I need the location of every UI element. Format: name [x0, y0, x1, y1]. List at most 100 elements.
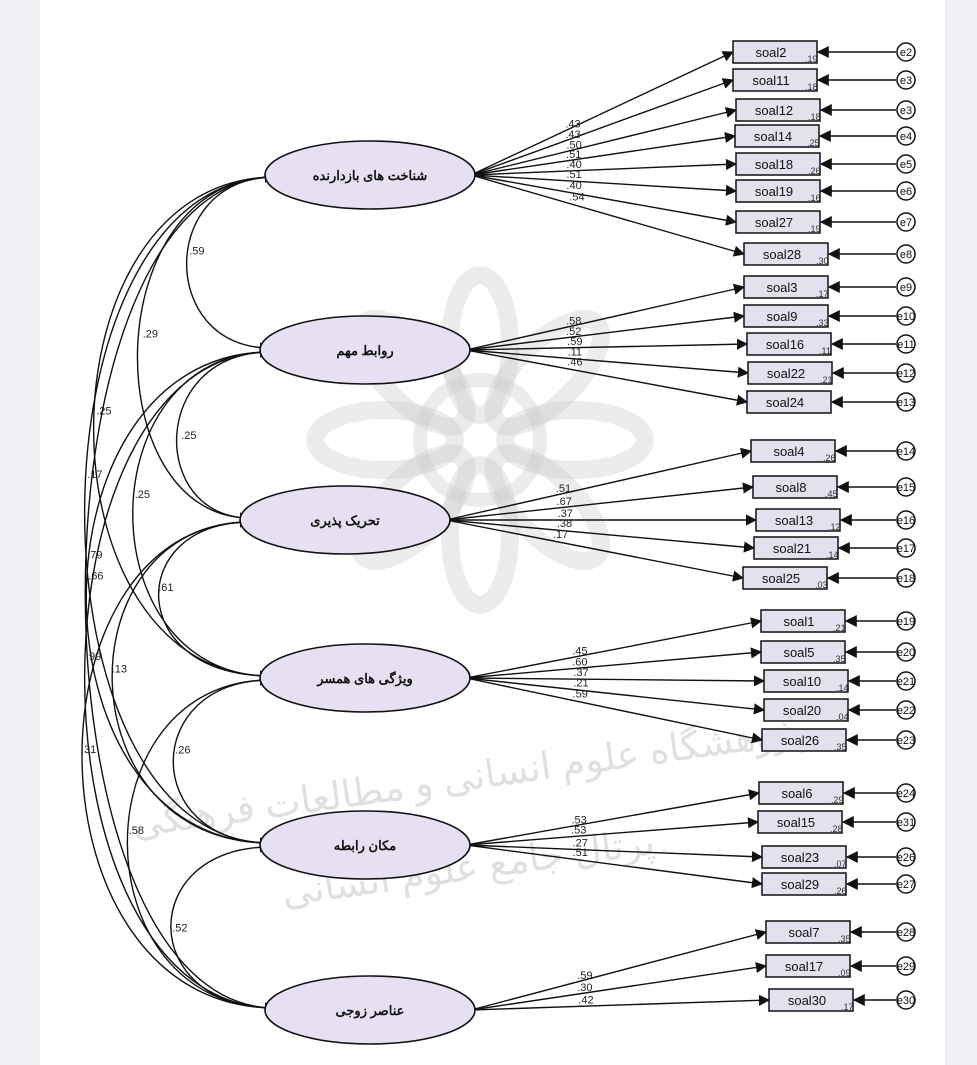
loading-path: [470, 158, 738, 176]
loading-path: [470, 961, 768, 1011]
error-label: e24: [897, 788, 915, 800]
item-label: soal5: [783, 645, 814, 660]
covariance-arc: [126, 674, 277, 1014]
item-label: soal9: [766, 309, 797, 324]
covariance-label: .66: [88, 571, 103, 583]
loading-label: .52: [566, 326, 581, 338]
item-label: soal26: [781, 733, 819, 748]
loading-label: .53: [571, 825, 586, 837]
r-squared-label: .19: [805, 54, 818, 64]
factor-ellipse: [264, 975, 476, 1045]
item-label: soal8: [775, 480, 806, 495]
r-squared-label: .21: [820, 375, 833, 385]
r-squared-label: .45: [825, 489, 838, 499]
r-squared-label: .26: [834, 886, 847, 896]
error-label: e10: [897, 311, 915, 323]
loading-path: [445, 519, 756, 553]
error-circle: [896, 611, 916, 631]
item-label: soal22: [767, 366, 805, 381]
error-circle: [896, 277, 916, 297]
loading-label: .17: [553, 529, 568, 541]
r-squared-label: .17: [816, 289, 829, 299]
loading-label: .43: [565, 119, 580, 131]
item-label: soal27: [755, 215, 793, 230]
loading-label: .58: [566, 315, 581, 327]
loading-path: [465, 617, 763, 679]
r-squared-label: .19: [808, 224, 821, 234]
item-label: soal18: [755, 157, 793, 172]
r-squared-label: .30: [816, 256, 829, 266]
loading-label: .51: [556, 483, 571, 495]
item-label: soal28: [763, 247, 801, 262]
covariance-arc: [84, 171, 277, 1014]
error-label: e9: [900, 282, 912, 294]
covariance-label: .31: [81, 744, 96, 756]
loading-path: [470, 51, 735, 176]
error-label: e4: [900, 131, 912, 143]
covariance-label: .17: [87, 469, 102, 481]
error-circle: [896, 783, 916, 803]
error-circle: [896, 671, 916, 691]
item-label: soal15: [777, 815, 815, 830]
loading-path: [465, 789, 761, 846]
error-circle: [896, 956, 916, 976]
right-margin-band: [945, 0, 977, 1065]
r-squared-label: .28: [830, 824, 843, 834]
factor-2: روابط مهم: [259, 315, 471, 385]
item-label: soal10: [783, 674, 821, 689]
error-label: e7: [900, 217, 912, 229]
item-label: soal14: [754, 129, 792, 144]
loading-path: [465, 677, 764, 744]
factor-label: تحریک پذیری: [310, 513, 380, 529]
factor-ellipse: [259, 810, 471, 880]
item-label: soal17: [785, 959, 823, 974]
factor-label: مکان رابطه: [334, 838, 396, 854]
error-circle: [896, 181, 916, 201]
error-circle: [896, 363, 916, 383]
item-label: soal2: [755, 45, 786, 60]
factor-ellipse: [239, 485, 451, 555]
covariance-label: .52: [172, 923, 187, 935]
loading-path: [465, 675, 766, 687]
factor-4: ویژگی های همسر: [259, 643, 471, 713]
r-squared-label: .04: [836, 712, 849, 722]
loading-path: [445, 519, 745, 582]
error-label: e17: [897, 543, 915, 555]
error-circle: [896, 700, 916, 720]
covariance-arc: [170, 841, 277, 1014]
covariance-arc: [84, 171, 277, 849]
item-label: soal13: [775, 513, 813, 528]
item-label: soal20: [783, 703, 821, 718]
covariance-label: .25: [181, 430, 196, 442]
error-label: e3: [900, 75, 912, 87]
loading-path: [470, 174, 738, 226]
loading-label: .42: [578, 994, 593, 1006]
r-squared-label: .17: [841, 1002, 854, 1012]
item-label: soal23: [781, 850, 819, 865]
loading-label: .21: [573, 678, 588, 690]
covariance-arc: [157, 516, 272, 682]
error-label: e5: [900, 159, 912, 171]
loading-label: .37: [558, 508, 573, 520]
item-label: soal19: [755, 184, 793, 199]
error-label: e23: [897, 735, 915, 747]
error-label: e8: [900, 249, 912, 261]
error-label: e28: [897, 927, 915, 939]
covariance-label: .79: [87, 550, 102, 562]
item-label: soal25: [762, 571, 800, 586]
